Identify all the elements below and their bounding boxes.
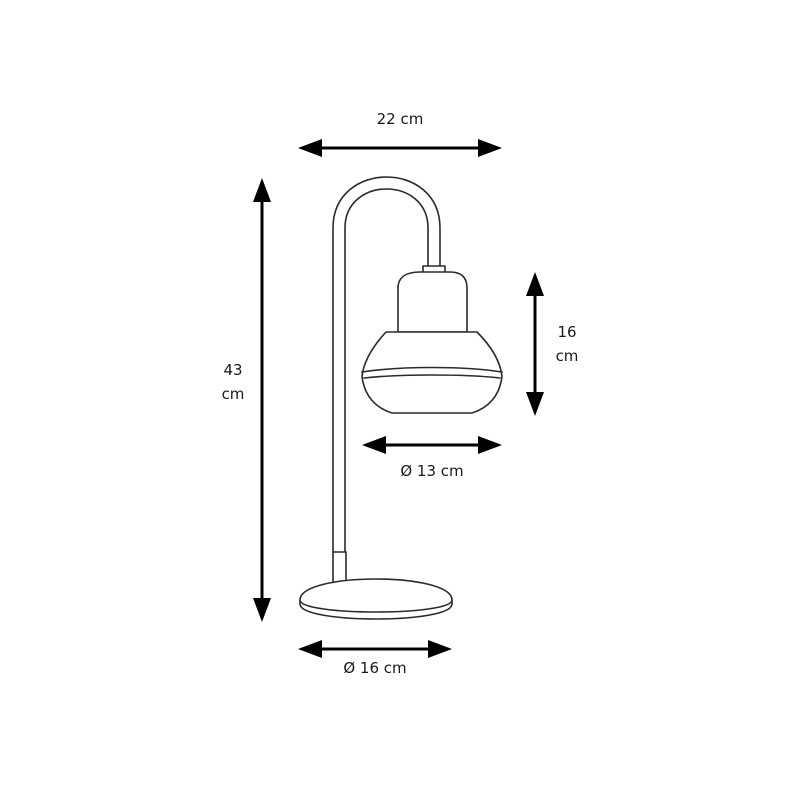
lamp-shade-upper (397, 271, 468, 333)
shade-diameter-value: Ø 13 cm (400, 462, 464, 480)
width-value: 22 cm (376, 110, 424, 128)
shade-height-arrow (526, 272, 544, 416)
base-diameter-label: Ø 16 cm (315, 656, 435, 680)
lamp-base-top-edge (299, 599, 453, 613)
lamp-shade-lower (361, 331, 503, 414)
height-value: 43 (223, 361, 243, 379)
lamp-shade-band-lower (363, 374, 501, 379)
shade-diameter-label: Ø 13 cm (372, 459, 492, 483)
width-arrow (298, 139, 502, 157)
height-unit: cm (221, 385, 245, 403)
lamp-base (299, 578, 453, 620)
shade-diameter-arrow (362, 436, 502, 454)
shade-height-value: 16 (557, 323, 577, 341)
shade-height-unit: cm (555, 347, 579, 365)
lamp-shade-band (361, 366, 503, 373)
lamp-arm-outer (332, 176, 441, 553)
base-diameter-arrow (298, 640, 452, 658)
base-diameter-value: Ø 16 cm (343, 659, 407, 677)
shade-height-label: 16 cm (542, 320, 592, 368)
height-label: 43 cm (208, 358, 258, 406)
height-arrow (253, 178, 271, 622)
width-label: 22 cm (350, 107, 450, 131)
lamp-arm-inner (344, 188, 429, 553)
